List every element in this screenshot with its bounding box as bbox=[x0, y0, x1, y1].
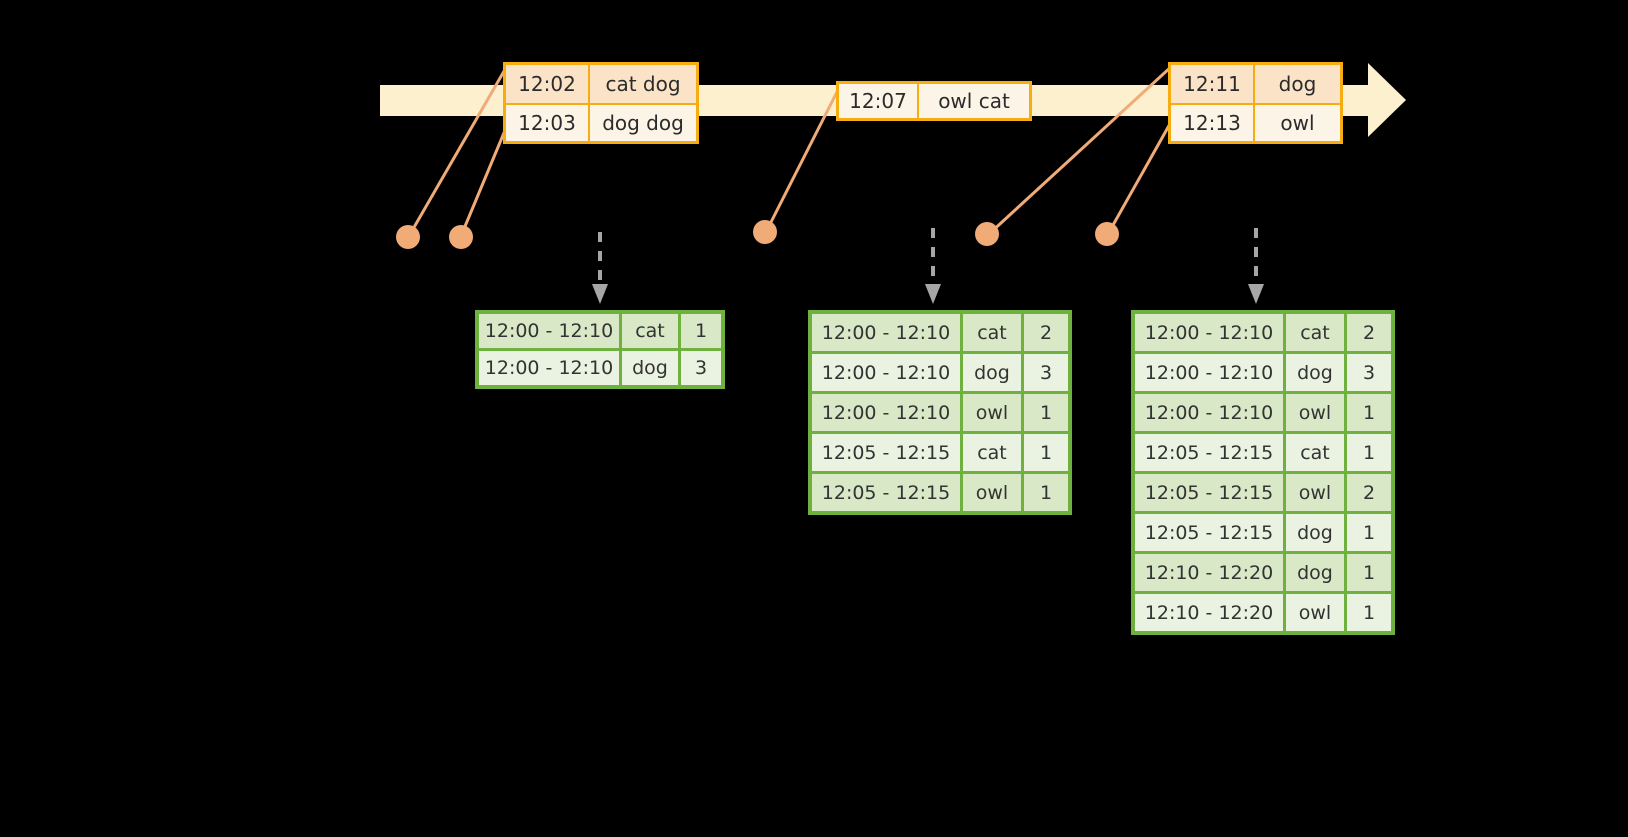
count-cell: 2 bbox=[1024, 314, 1068, 351]
event-row: 12:02 cat dog bbox=[506, 65, 696, 103]
dot-12-03 bbox=[449, 225, 473, 249]
event-words: owl cat bbox=[938, 89, 1010, 113]
word-cell: owl bbox=[1286, 394, 1344, 431]
count-cell: 1 bbox=[1347, 554, 1391, 591]
dot-12-11 bbox=[975, 222, 999, 246]
window-cell: 12:00 - 12:10 bbox=[479, 314, 619, 348]
window-cell: 12:00 - 12:10 bbox=[812, 354, 960, 391]
count-cell: 2 bbox=[1347, 474, 1391, 511]
window-cell: 12:10 - 12:20 bbox=[1135, 594, 1283, 631]
event-time: 12:02 bbox=[506, 65, 590, 103]
word-cell: dog bbox=[622, 351, 678, 385]
window-cell: 12:05 - 12:15 bbox=[1135, 474, 1283, 511]
dot-12-02 bbox=[396, 225, 420, 249]
dashed-arrow-2 bbox=[925, 228, 941, 304]
event-words: dog dog bbox=[602, 111, 684, 135]
count-cell: 1 bbox=[1024, 434, 1068, 471]
word-cell: owl bbox=[1286, 474, 1344, 511]
event-row: 12:07 owl cat bbox=[839, 84, 1029, 118]
window-cell: 12:05 - 12:15 bbox=[1135, 514, 1283, 551]
word-cell: cat bbox=[963, 314, 1021, 351]
event-row: 12:03 dog dog bbox=[506, 103, 696, 141]
event-words: dog bbox=[1278, 72, 1317, 96]
count-cell: 1 bbox=[1347, 594, 1391, 631]
window-cell: 12:00 - 12:10 bbox=[1135, 314, 1283, 351]
count-cell: 3 bbox=[1024, 354, 1068, 391]
count-cell: 1 bbox=[1024, 474, 1068, 511]
count-cell: 1 bbox=[1347, 394, 1391, 431]
event-row: 12:13 owl bbox=[1171, 103, 1340, 141]
word-cell: cat bbox=[1286, 434, 1344, 471]
word-cell: owl bbox=[1286, 594, 1344, 631]
window-cell: 12:00 - 12:10 bbox=[1135, 394, 1283, 431]
event-time: 12:07 bbox=[839, 84, 919, 118]
word-cell: dog bbox=[1286, 554, 1344, 591]
window-cell: 12:05 - 12:15 bbox=[812, 474, 960, 511]
count-cell: 1 bbox=[681, 314, 721, 348]
word-cell: cat bbox=[1286, 314, 1344, 351]
dot-12-13 bbox=[1095, 222, 1119, 246]
dashed-arrow-1 bbox=[592, 232, 608, 304]
dashed-arrow-3 bbox=[1248, 228, 1264, 304]
count-cell: 3 bbox=[1347, 354, 1391, 391]
window-cell: 12:10 - 12:20 bbox=[1135, 554, 1283, 591]
event-box-2[interactable]: 12:07 owl cat bbox=[836, 81, 1032, 121]
count-cell: 3 bbox=[681, 351, 721, 385]
count-cell: 1 bbox=[1024, 394, 1068, 431]
word-cell: dog bbox=[963, 354, 1021, 391]
window-cell: 12:05 - 12:15 bbox=[812, 434, 960, 471]
event-box-3[interactable]: 12:11 dog 12:13 owl bbox=[1168, 62, 1343, 144]
count-cell: 2 bbox=[1347, 314, 1391, 351]
event-words: owl bbox=[1280, 111, 1315, 135]
word-cell: dog bbox=[1286, 354, 1344, 391]
timeline-arrow-head bbox=[1368, 63, 1406, 137]
word-cell: cat bbox=[963, 434, 1021, 471]
word-cell: cat bbox=[622, 314, 678, 348]
word-cell: owl bbox=[963, 474, 1021, 511]
count-cell: 1 bbox=[1347, 434, 1391, 471]
window-cell: 12:05 - 12:15 bbox=[1135, 434, 1283, 471]
dot-12-07 bbox=[753, 220, 777, 244]
window-cell: 12:00 - 12:10 bbox=[1135, 354, 1283, 391]
event-time: 12:11 bbox=[1171, 65, 1255, 103]
window-cell: 12:00 - 12:10 bbox=[812, 314, 960, 351]
word-cell: owl bbox=[963, 394, 1021, 431]
event-time: 12:13 bbox=[1171, 105, 1255, 141]
count-cell: 1 bbox=[1347, 514, 1391, 551]
event-row: 12:11 dog bbox=[1171, 65, 1340, 103]
event-box-1[interactable]: 12:02 cat dog 12:03 dog dog bbox=[503, 62, 699, 144]
window-cell: 12:00 - 12:10 bbox=[812, 394, 960, 431]
event-time: 12:03 bbox=[506, 105, 590, 141]
event-words: cat dog bbox=[605, 72, 681, 96]
word-cell: dog bbox=[1286, 514, 1344, 551]
window-cell: 12:00 - 12:10 bbox=[479, 351, 619, 385]
